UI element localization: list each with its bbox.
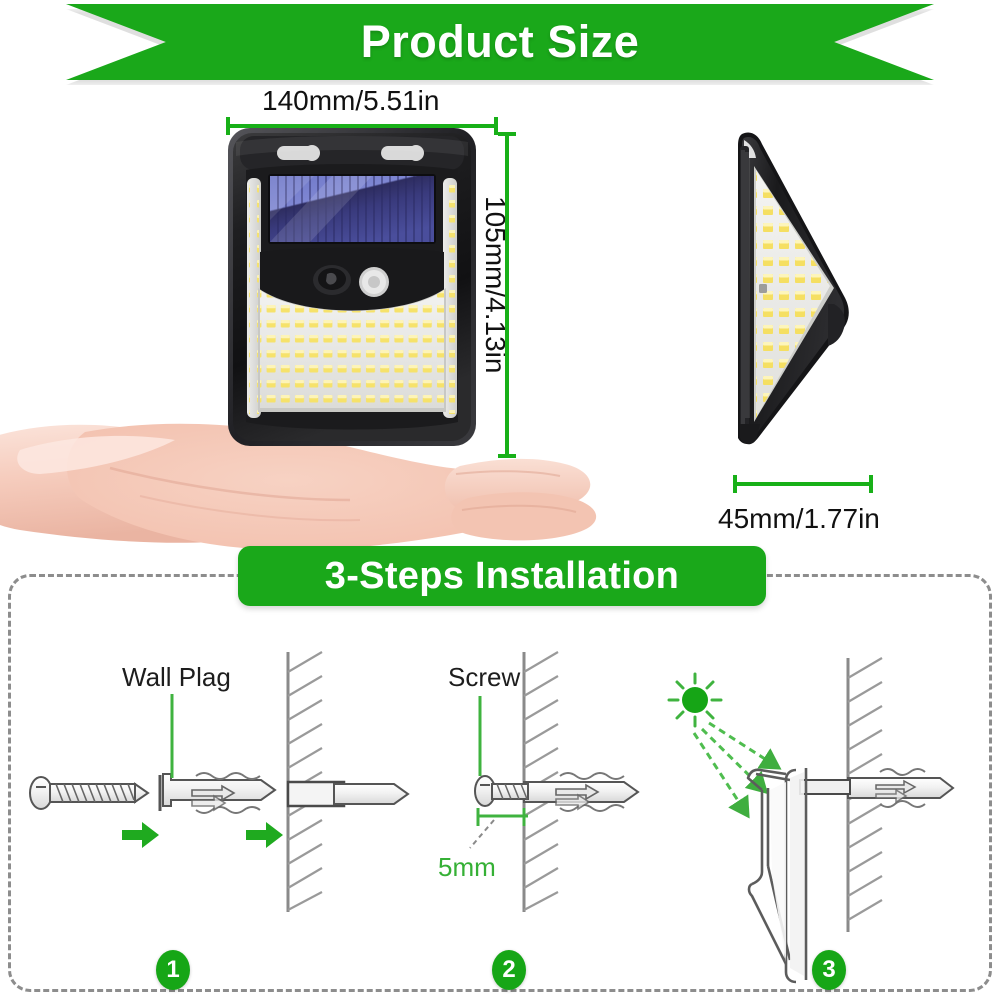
installation-banner: 3-Steps Installation <box>238 546 766 606</box>
step-badge-1-label: 1 <box>166 956 180 983</box>
step-badge-3: 3 <box>812 950 846 990</box>
page-title: Product Size <box>360 16 640 67</box>
depth-rule-cap-left <box>733 475 737 493</box>
installation-section-box <box>8 574 992 992</box>
solar-wall-light-side <box>738 132 849 445</box>
width-rule-cap-left <box>226 117 230 135</box>
width-dimension-rule <box>226 124 498 128</box>
width-rule-cap-right <box>494 117 498 135</box>
height-rule-cap-bottom <box>498 454 516 458</box>
product-size-banner: Product Size <box>66 4 934 80</box>
step-badge-1: 1 <box>156 950 190 990</box>
step-badge-2-label: 2 <box>502 956 516 983</box>
gap-measure-label: 5mm <box>438 852 496 882</box>
depth-dimension-rule <box>733 482 873 486</box>
solar-wall-light-front <box>228 128 476 446</box>
height-rule-cap-top <box>498 132 516 136</box>
step-badge-2: 2 <box>492 950 526 990</box>
wall-plug-label: Wall Plag <box>122 662 231 692</box>
depth-rule-cap-right <box>869 475 873 493</box>
height-dimension-rule <box>505 132 509 458</box>
step-badge-3-label: 3 <box>822 956 836 983</box>
screw-label: Screw <box>448 662 521 692</box>
installation-title: 3-Steps Installation <box>324 554 680 597</box>
width-dimension-label: 140mm/5.51in <box>262 85 440 116</box>
depth-dimension-label: 45mm/1.77in <box>718 503 880 534</box>
open-palm-holding-product <box>0 423 597 550</box>
